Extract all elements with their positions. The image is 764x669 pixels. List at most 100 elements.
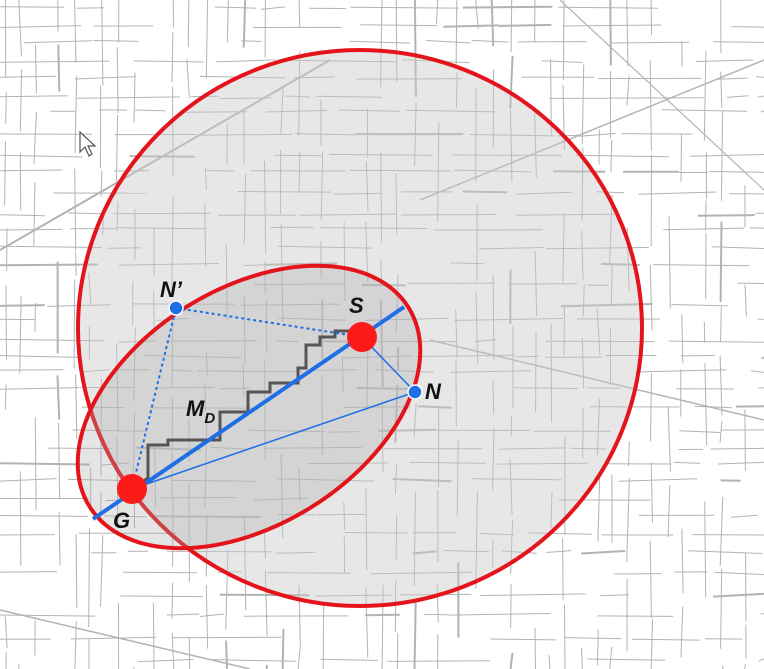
label-n: N bbox=[425, 379, 442, 404]
road-segment bbox=[501, 550, 537, 554]
road-segment bbox=[285, 95, 310, 98]
road-segment bbox=[23, 40, 93, 44]
road-segment bbox=[564, 604, 566, 669]
road-segment bbox=[100, 535, 104, 608]
road-segment bbox=[0, 478, 57, 482]
road-segment bbox=[392, 478, 452, 483]
road-segment bbox=[680, 133, 682, 182]
road-segment bbox=[579, 132, 616, 137]
road-segment bbox=[548, 655, 551, 669]
road-segment bbox=[581, 338, 585, 389]
road-segment bbox=[718, 461, 764, 465]
road-segment bbox=[243, 296, 246, 363]
road-segment bbox=[210, 446, 249, 450]
road-segment bbox=[490, 0, 495, 47]
road-segment bbox=[100, 170, 103, 197]
road-segment bbox=[586, 387, 621, 389]
road-segment bbox=[713, 592, 764, 598]
road-segment bbox=[704, 363, 708, 446]
road-segment bbox=[553, 170, 606, 173]
road-segment bbox=[171, 32, 174, 83]
road-segment bbox=[469, 134, 555, 137]
road-segment bbox=[365, 161, 369, 212]
road-segment bbox=[510, 0, 513, 52]
road-segment bbox=[57, 44, 61, 92]
road-segment bbox=[751, 370, 764, 373]
road-segment bbox=[618, 478, 698, 482]
road-segment bbox=[413, 602, 417, 669]
road-segment bbox=[587, 658, 666, 661]
road-segment bbox=[562, 24, 662, 27]
road-segment bbox=[454, 318, 563, 321]
road-segment bbox=[171, 636, 282, 639]
point-n-prime bbox=[168, 300, 184, 316]
road-segment bbox=[206, 170, 235, 172]
road-segment bbox=[116, 47, 119, 113]
road-segment bbox=[395, 515, 398, 561]
road-segment bbox=[626, 75, 630, 106]
road-segment bbox=[298, 0, 301, 28]
road-segment bbox=[419, 59, 764, 201]
road-segment bbox=[387, 660, 490, 662]
road-segment bbox=[462, 190, 508, 194]
road-segment bbox=[370, 571, 473, 575]
road-segment bbox=[309, 369, 357, 371]
road-segment bbox=[498, 447, 567, 450]
road-segment bbox=[0, 95, 68, 98]
road-segment bbox=[75, 374, 78, 440]
road-segment bbox=[381, 584, 384, 669]
road-segment bbox=[448, 613, 551, 616]
road-segment bbox=[315, 594, 392, 597]
road-segment bbox=[0, 25, 82, 28]
g-to-nprime-dotted-line bbox=[131, 307, 177, 490]
road-segment bbox=[720, 110, 724, 201]
road-segment bbox=[365, 587, 369, 658]
road-segment bbox=[575, 154, 669, 158]
road-segment bbox=[171, 582, 174, 619]
road-segment bbox=[104, 515, 147, 518]
road-segment bbox=[171, 196, 174, 290]
road-segment bbox=[187, 0, 190, 47]
road-segment bbox=[88, 272, 92, 305]
road-segment bbox=[116, 343, 119, 433]
road-segment bbox=[249, 429, 325, 433]
road-segment bbox=[171, 397, 173, 495]
road-segment bbox=[409, 461, 486, 464]
road-segment bbox=[394, 384, 399, 443]
road-segment bbox=[609, 41, 689, 44]
point-n bbox=[407, 384, 423, 400]
road-segment bbox=[225, 243, 228, 321]
road-segment bbox=[437, 122, 440, 223]
road-segment bbox=[205, 0, 209, 79]
road-segment bbox=[280, 86, 284, 134]
road-segment bbox=[116, 437, 119, 528]
road-segment bbox=[681, 528, 684, 594]
road-segment bbox=[713, 41, 764, 43]
road-segment bbox=[413, 492, 416, 587]
road-segment bbox=[509, 55, 514, 110]
road-segment bbox=[74, 0, 77, 63]
road-segment bbox=[58, 422, 61, 500]
road-segment bbox=[546, 550, 572, 553]
road-segment bbox=[626, 478, 630, 563]
road-segment bbox=[694, 405, 733, 409]
road-segment bbox=[492, 380, 495, 415]
road-segment bbox=[509, 459, 513, 516]
road-segment bbox=[76, 7, 104, 9]
road-segment bbox=[320, 658, 378, 661]
road-segment bbox=[570, 447, 607, 450]
road-segment bbox=[326, 431, 359, 433]
road-segment bbox=[343, 501, 346, 530]
road-segment bbox=[297, 645, 301, 669]
road-segment bbox=[731, 26, 764, 28]
mouse-cursor-icon bbox=[79, 130, 97, 157]
road-segment bbox=[596, 191, 625, 194]
road-segment bbox=[277, 478, 375, 482]
road-segment bbox=[0, 304, 45, 307]
road-segment bbox=[596, 307, 601, 355]
road-segment bbox=[758, 658, 764, 662]
road-segment bbox=[281, 628, 285, 669]
road-segment bbox=[474, 339, 497, 343]
road-segment bbox=[118, 340, 156, 343]
